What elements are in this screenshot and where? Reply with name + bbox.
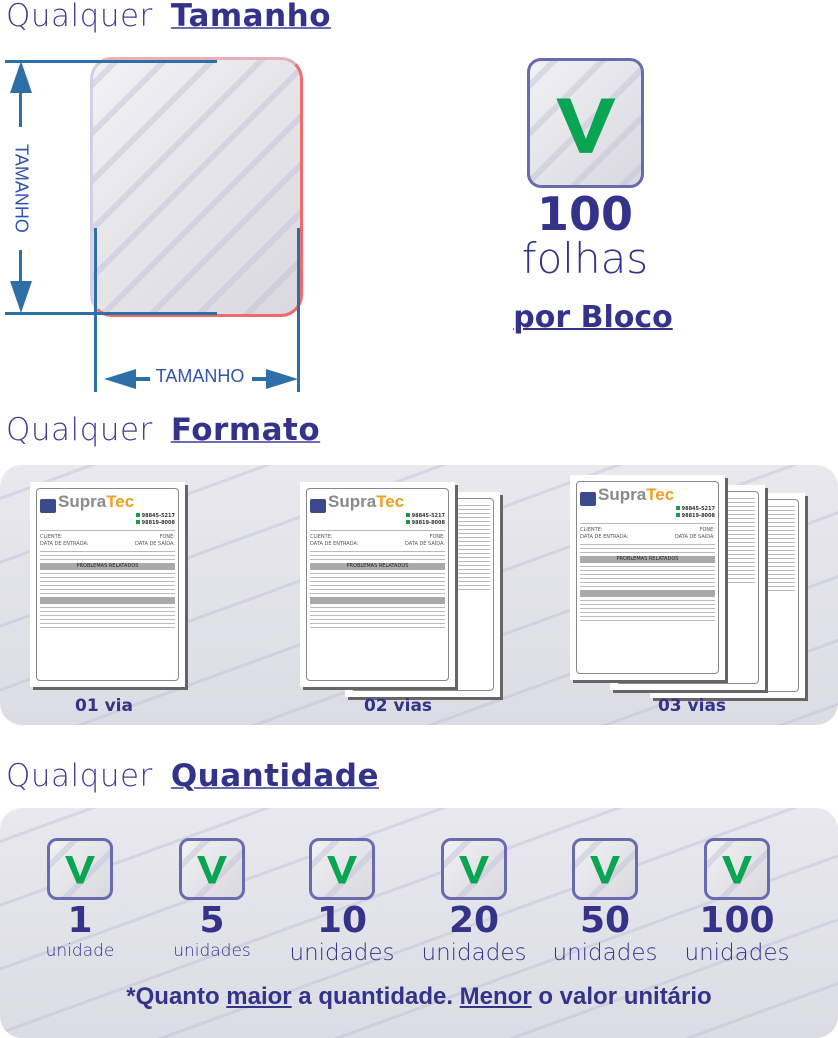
brand-logo: SupraTec <box>598 485 675 504</box>
footer-text: o valor unitário <box>531 983 712 1010</box>
arrow-down-shaft <box>19 250 22 300</box>
heading-light: Qualquer <box>6 412 153 448</box>
quantity-unit: unidade <box>45 941 115 961</box>
brand-logo: SupraTec <box>58 492 135 511</box>
dim-line-bottom <box>5 312 217 315</box>
footer-note: *Quanto maior a quantidade. Menor o valo… <box>0 982 838 1012</box>
arrow-down-icon <box>10 281 32 313</box>
quantity-unit: unidades <box>684 940 790 966</box>
dim-label-vertical: TAMANHO <box>11 144 32 233</box>
dim-line-right <box>297 228 300 392</box>
quantity-number: 20 <box>448 900 500 941</box>
heading-light: Qualquer <box>6 0 153 34</box>
check-icon <box>47 838 113 900</box>
heading-bold: Formato <box>170 412 321 448</box>
logo-icon <box>310 498 326 513</box>
arrow-up-icon <box>10 61 32 93</box>
quantity-number: 1 <box>67 900 93 941</box>
arrow-left-icon <box>104 369 150 389</box>
check-icon <box>704 838 770 900</box>
heading-bold: Quantidade <box>170 758 379 794</box>
sheet-unit: folhas <box>521 234 649 283</box>
quantity-unit: unidades <box>173 941 251 961</box>
dim-line-top <box>5 60 217 63</box>
heading-light: Qualquer <box>6 758 153 794</box>
option-02-vias: 02 vias <box>363 696 433 716</box>
check-icon <box>572 838 638 900</box>
sheet-count: 100 <box>536 187 634 241</box>
heading-bold: Tamanho <box>170 0 332 34</box>
option-01-via: 01 via <box>75 696 133 716</box>
dim-line-left <box>94 228 97 392</box>
quantity-panel <box>0 808 838 1038</box>
brand-logo: SupraTec <box>328 492 405 511</box>
size-sample-block <box>90 57 303 317</box>
quantity-number: 50 <box>579 900 631 941</box>
quantity-unit: unidades <box>421 940 527 966</box>
dim-label-horizontal: TAMANHO <box>155 366 245 386</box>
check-icon-large <box>527 58 644 188</box>
quantity-unit: unidades <box>289 940 395 966</box>
option-03-vias: 03 vias <box>657 696 727 716</box>
footer-emph-maior: maior <box>226 983 292 1010</box>
footer-text: *Quanto <box>126 983 227 1010</box>
quantity-number: 5 <box>199 900 225 941</box>
quantity-number: 10 <box>316 900 368 941</box>
arrow-up-shaft <box>19 75 22 127</box>
check-icon <box>179 838 245 900</box>
footer-text: a quantidade. <box>291 983 460 1010</box>
per-block-label: por Bloco <box>513 300 673 335</box>
logo-icon <box>580 491 596 506</box>
quantity-number: 100 <box>699 900 775 941</box>
logo-icon <box>40 498 56 513</box>
heading-quantidade: Qualquer Quantidade <box>6 758 379 794</box>
footer-emph-menor: Menor <box>459 983 532 1010</box>
arrow-right-icon <box>252 369 298 389</box>
check-icon <box>309 838 375 900</box>
heading-tamanho: Qualquer Tamanho <box>6 0 331 34</box>
heading-formato: Qualquer Formato <box>6 412 320 448</box>
check-icon <box>441 838 507 900</box>
quantity-unit: unidades <box>552 940 658 966</box>
